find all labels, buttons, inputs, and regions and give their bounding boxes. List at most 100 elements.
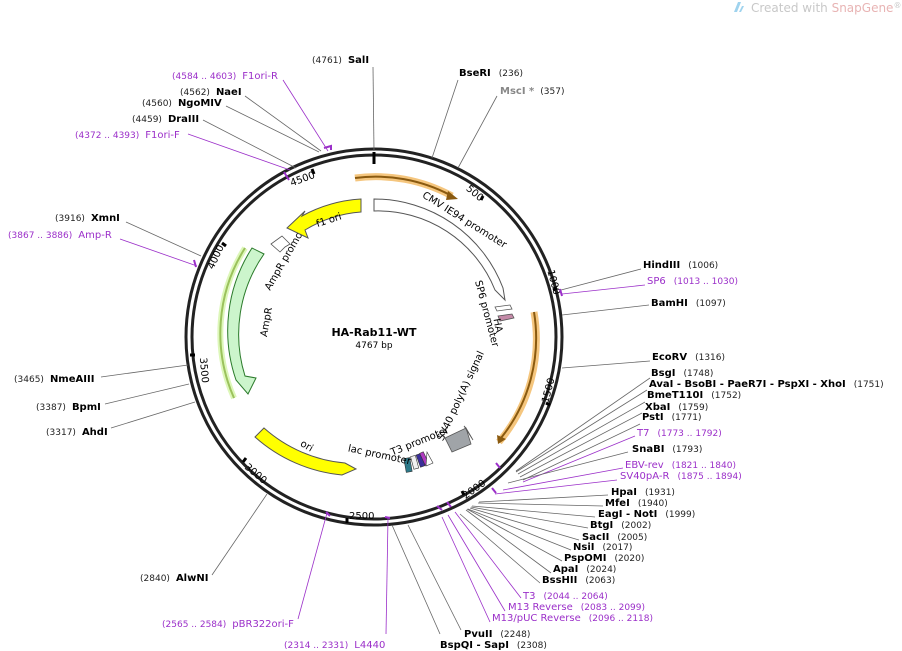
features: CMV IE94 promoter SP6 promoter HA SV40 p… xyxy=(217,173,540,476)
site-name: AvaI xyxy=(649,379,673,390)
site-name: PstI xyxy=(642,412,664,423)
site-name: Amp-R xyxy=(78,230,112,241)
site-pos: (2017) xyxy=(602,543,632,553)
site-name: SalI xyxy=(348,55,369,66)
ampr-arrow xyxy=(227,247,265,395)
site-pos: (357) xyxy=(540,87,564,97)
site-name: EBV-rev xyxy=(625,460,664,471)
site-pos: (3465) xyxy=(14,375,44,385)
site-name: SV40pA-R xyxy=(620,471,669,482)
snapgene-watermark: Created with SnapGene® xyxy=(734,1,901,15)
site-name: SP6 xyxy=(647,276,666,287)
site-pos: (1999) xyxy=(665,510,695,520)
site-name: AlwNI xyxy=(176,573,209,584)
svg-text:HindIII(1006): HindIII(1006) xyxy=(643,260,718,271)
site-name: DraIII xyxy=(168,114,199,125)
site-name: NgoMIV xyxy=(178,98,222,109)
site-name: BamHI xyxy=(651,298,688,309)
site-name: XmnI xyxy=(91,213,120,224)
site-pos: (2044 .. 2064) xyxy=(543,592,607,602)
feature-arrowhead xyxy=(446,191,458,200)
svg-text:PvuII(2248): PvuII (2248) xyxy=(464,629,530,640)
site-name: SnaBI xyxy=(632,444,664,455)
site-name: MscI * xyxy=(500,86,535,97)
site-pos: (4560) xyxy=(142,99,172,109)
svg-text:(3867 .. 3886)Amp-R: (3867 .. 3886)Amp-R xyxy=(8,230,112,241)
site-pos: (2063) xyxy=(585,576,615,586)
site-name: BseRI xyxy=(459,68,491,79)
svg-text:(4560)NgoMIV: (4560) NgoMIV xyxy=(142,98,222,109)
site-extra: - NotI xyxy=(622,509,657,520)
site-name: EagI xyxy=(598,509,622,520)
site-pos: (3916) xyxy=(55,214,85,224)
site-pos: (4562) xyxy=(180,88,210,98)
feature-arrowhead xyxy=(425,450,434,467)
svg-text:(3317)AhdI: (3317)AhdI xyxy=(46,427,108,438)
site-pos: (4761) xyxy=(312,56,342,66)
site-pos: (236) xyxy=(499,69,523,79)
site-name: T3 xyxy=(522,591,535,602)
site-name: ApaI xyxy=(553,564,578,575)
feature-arrow xyxy=(354,175,451,196)
site-extra: - SapI xyxy=(473,640,509,651)
site-name: BmeT110I xyxy=(647,390,703,401)
f1-ori-arrow xyxy=(286,198,362,239)
site-pos: (2024) xyxy=(586,565,616,575)
svg-text:(2565 .. 2584)pBR322ori-F: (2565 .. 2584) pBR322ori-F xyxy=(162,619,294,630)
ha-feature xyxy=(497,313,515,322)
leader-lines xyxy=(100,66,651,635)
site-name: BsgI xyxy=(651,368,675,379)
site-name: HpaI xyxy=(611,487,637,498)
plasmid-length: 4767 bp xyxy=(355,341,392,351)
svg-text:BsgI(1748): BsgI(1748) xyxy=(651,368,713,379)
site-pos: (1771) xyxy=(672,413,702,423)
svg-text:SV40pA-R(1875 .. 1894): SV40pA-R(1875 .. 1894) xyxy=(620,471,742,482)
site-pos: (1006) xyxy=(688,261,718,271)
svg-text:BamHI(1097): BamHI(1097) xyxy=(651,298,726,309)
mcs-cluster xyxy=(403,450,434,473)
site-name: PvuII xyxy=(464,629,492,640)
tick-label: 500 xyxy=(464,183,486,204)
svg-text:(3387)BpmI: (3387)BpmI xyxy=(36,402,101,413)
svg-text:(2314 .. 2331)L4440: (2314 .. 2331)L4440 xyxy=(284,640,385,651)
tick-label: 2000 xyxy=(461,478,488,502)
site-pos: (1752) xyxy=(711,391,741,401)
feature-label-ampr: AmpR xyxy=(259,306,275,337)
site-name: BssHII xyxy=(542,575,577,586)
site-name: BspQI xyxy=(440,640,473,651)
svg-text:EagI - NotI(1999): EagI - NotI (1999) xyxy=(598,509,695,520)
plasmid-name: HA-Rab11-WT xyxy=(331,326,417,339)
site-pos: (1940) xyxy=(638,499,668,509)
svg-text:(4584 .. 4603)F1ori-R: (4584 .. 4603)F1ori-R xyxy=(172,71,278,82)
svg-text:BseRI(236): BseRI (236) xyxy=(459,68,523,79)
site-pos: (4584 .. 4603) xyxy=(172,72,236,82)
svg-text:(4459)DraIII: (4459)DraIII xyxy=(132,114,199,125)
site-name: NaeI xyxy=(216,87,242,98)
site-pos: (1773 .. 1792) xyxy=(657,429,721,439)
site-pos: (2248) xyxy=(500,630,530,640)
site-pos: (2308) xyxy=(517,641,547,651)
ampr-promoter-arrow xyxy=(270,235,291,253)
svg-text:BtgI(2002): BtgI(2002) xyxy=(590,520,651,531)
site-pos: (3387) xyxy=(36,403,66,413)
site-name: pBR322ori-F xyxy=(232,619,294,630)
site-pos: (1013 .. 1030) xyxy=(674,277,738,287)
site-name: T7 xyxy=(636,428,649,439)
site-pos: (1316) xyxy=(695,353,725,363)
svg-text:SP6(1013 .. 1030): SP6 (1013 .. 1030) xyxy=(647,276,738,287)
sv40-polya-arrow xyxy=(444,427,472,453)
svg-text:XbaI(1759): XbaI(1759) xyxy=(645,402,708,413)
svg-text:T7(1773 .. 1792): T7 (1773 .. 1792) xyxy=(636,428,722,439)
svg-text:PstI(1771): PstI (1771) xyxy=(642,412,702,423)
site-labels: (4761) SalI BseRI (236) MscI * (357) (4584 … xyxy=(8,55,884,651)
site-pos: (1759) xyxy=(678,403,708,413)
svg-text:SnaBI(1793): SnaBI(1793) xyxy=(632,444,702,455)
site-pos: (2565 .. 2584) xyxy=(162,620,226,630)
svg-text:(4761)SalI: (4761) SalI xyxy=(312,55,369,66)
site-name: NmeAIII xyxy=(50,374,94,385)
site-extra: - BsoBI - PaeR7I - PspXI - XhoI xyxy=(673,379,845,390)
svg-text:PspOMI(2020): PspOMI(2020) xyxy=(564,553,644,564)
site-name: F1ori-F xyxy=(145,130,180,141)
svg-text:MscI *(357): MscI * (357) xyxy=(500,86,564,97)
